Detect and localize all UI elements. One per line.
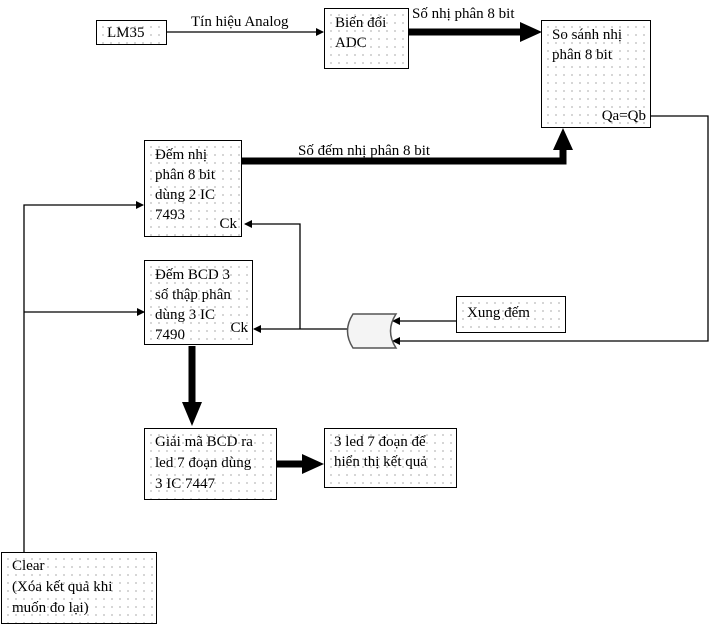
block-text: led 7 đoạn dùng: [155, 455, 252, 471]
block-text: So sánh nhị: [552, 27, 623, 43]
pin-ck: Ck: [230, 320, 248, 336]
block-text: 3 led 7 đoạn để: [334, 434, 426, 450]
block-text: phân 8 bit: [552, 47, 612, 63]
block-text: 7490: [155, 327, 185, 343]
signal-label-analog: Tín hiệu Analog: [191, 14, 289, 30]
block-text: Biến đổi: [335, 15, 387, 31]
bus-adc-to-comparator: [408, 22, 542, 42]
binary-counter-block: Đếm nhị phân 8 bit dùng 2 IC 7493 Ck: [144, 140, 242, 237]
comparator-block: So sánh nhị phân 8 bit Qa=Qb: [541, 20, 651, 128]
signal-label-counter-output: Số đếm nhị phân 8 bit: [298, 143, 431, 159]
block-text: 3 IC 7447: [155, 476, 215, 492]
block-text: Đếm BCD 3: [155, 267, 230, 283]
signal-label-adc-output: Số nhị phân 8 bit: [412, 6, 515, 22]
display-block: 3 led 7 đoạn để hiển thị kết quả: [324, 428, 457, 488]
block-text: ADC: [335, 35, 367, 51]
bcd-counter-block: Đếm BCD 3 số thập phân dùng 3 IC 7490 Ck: [144, 260, 253, 345]
lm35-block: LM35: [96, 20, 167, 45]
block-text: số thập phân: [155, 287, 231, 303]
block-text: 7493: [155, 207, 185, 223]
pin-qa-eq-qb: Qa=Qb: [601, 108, 646, 124]
bus-decoder-to-display: [277, 454, 324, 474]
pulse-block: Xung đếm: [456, 296, 566, 333]
block-text: LM35: [107, 25, 145, 41]
block-text: dùng 2 IC: [155, 187, 215, 203]
block-text: Clear: [12, 558, 45, 574]
block-text: Đếm nhị: [155, 147, 208, 163]
wire-clear: [23, 201, 144, 552]
block-text: (Xóa kết quả khi: [12, 579, 113, 595]
decoder-block: Giải mã BCD ra led 7 đoạn dùng 3 IC 7447: [144, 428, 277, 500]
bus-bcd-to-decoder: [182, 346, 202, 426]
block-text: muốn đo lại): [12, 600, 89, 616]
or-gate-icon: [346, 313, 398, 349]
adc-block: Biến đổi ADC: [324, 8, 409, 69]
bus-counter-to-comparator: [242, 128, 573, 165]
wire-gate-to-binary-ck: [244, 220, 301, 329]
block-text: hiển thị kết quả: [334, 454, 427, 470]
pin-ck: Ck: [219, 216, 237, 232]
clear-block[interactable]: Clear (Xóa kết quả khi muốn đo lại): [1, 552, 157, 624]
block-text: Giải mã BCD ra: [155, 434, 253, 450]
wire-comparator-to-gate: [392, 115, 709, 345]
block-text: dùng 3 IC: [155, 307, 215, 323]
block-text: Xung đếm: [467, 305, 530, 321]
block-text: phân 8 bit: [155, 167, 215, 183]
